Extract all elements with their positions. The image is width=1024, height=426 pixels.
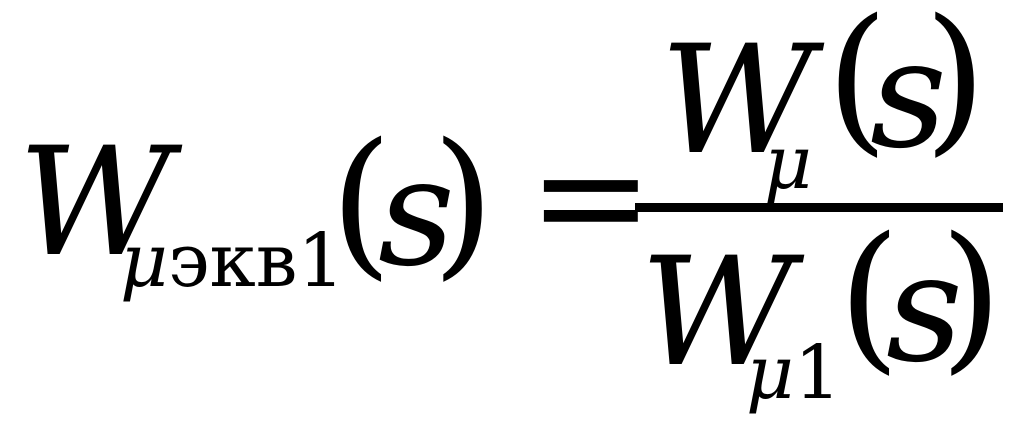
denominator-symbol-w: W (640, 226, 795, 400)
lhs-open-paren: ( (330, 108, 393, 295)
numerator-variable-s: s (870, 8, 947, 182)
lhs-subscript-mu: μ (120, 218, 169, 304)
lhs-subscript-rest: экв1 (168, 218, 345, 304)
denominator-open-paren: ( (838, 202, 901, 389)
lhs-subscript: μэкв1 (120, 224, 345, 298)
denominator-subscript: μ1 (746, 336, 841, 410)
equals-sign: = (528, 110, 654, 284)
numerator-open-paren: ( (826, 0, 889, 171)
denominator-subscript-rest: 1 (794, 330, 842, 416)
fraction-bar (635, 203, 1003, 212)
numerator-close-paren: ) (924, 0, 987, 171)
numerator-subscript-mu: μ (764, 120, 813, 206)
lhs-close-paren: ) (432, 108, 495, 295)
denominator-variable-s: s (886, 222, 963, 396)
numerator-symbol-w: W (660, 14, 815, 188)
denominator-subscript-mu: μ (746, 330, 795, 416)
denominator-close-paren: ) (940, 202, 1003, 389)
lhs-symbol-w: W (18, 116, 173, 290)
lhs-variable-s: s (378, 126, 455, 300)
